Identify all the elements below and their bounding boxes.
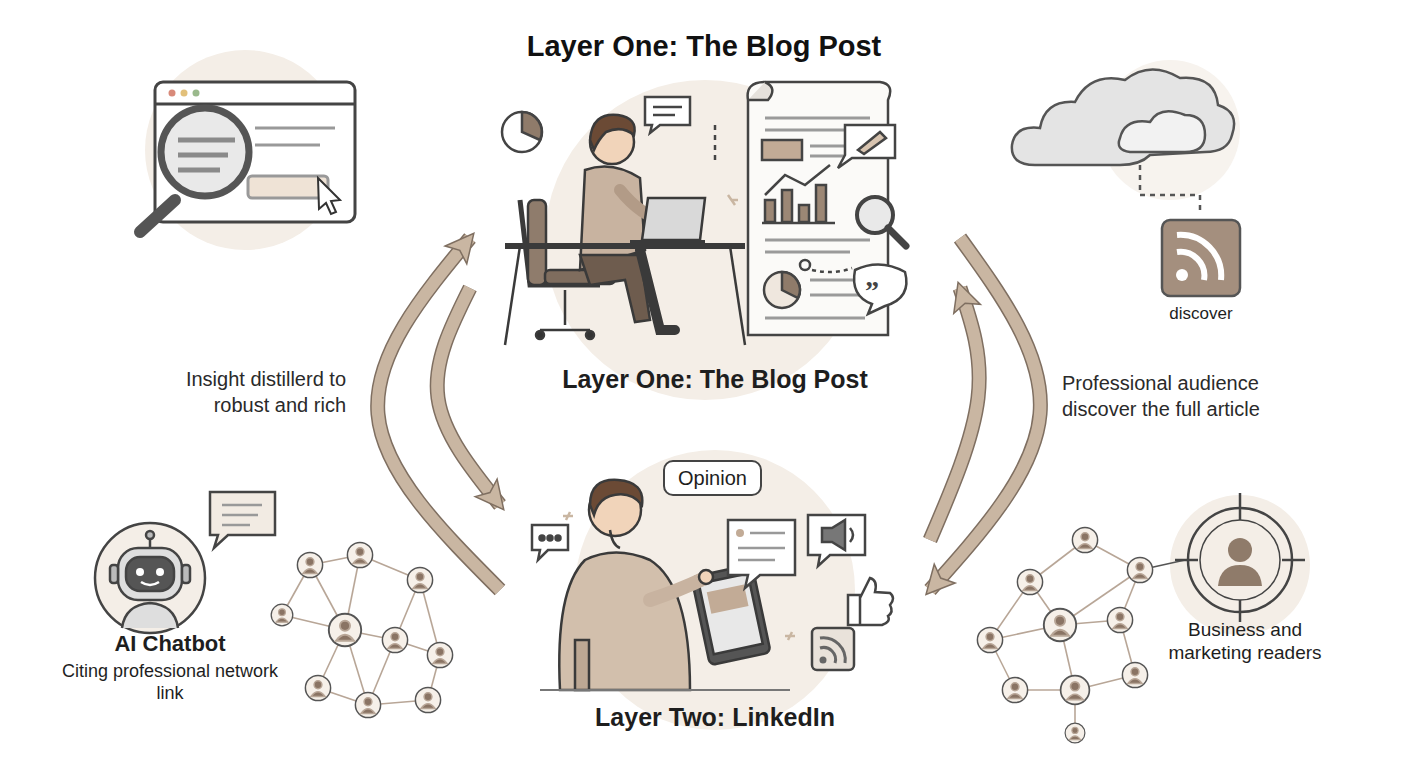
arrow-outline bbox=[930, 238, 1040, 590]
icon-caption: Business and marketing readers bbox=[1150, 619, 1340, 665]
arrow-outline bbox=[930, 288, 979, 540]
cycle-arrow bbox=[930, 238, 1040, 590]
icon-title: AI Chatbot bbox=[50, 631, 290, 657]
layer-caption: Layer One: The Blog Post bbox=[470, 364, 960, 394]
diagram-title: Layer One: The Blog Post bbox=[0, 30, 1408, 63]
arrow-body bbox=[930, 238, 1040, 590]
arrow-outline bbox=[378, 238, 500, 590]
target-audience-icon bbox=[1175, 493, 1305, 622]
linkedin-icons bbox=[532, 512, 893, 670]
network-graph bbox=[271, 542, 452, 717]
arrow-outline bbox=[437, 288, 500, 505]
arrow-body bbox=[930, 288, 979, 540]
icon-label: discover bbox=[1140, 304, 1262, 324]
layer-node: Layer Two: LinkedIn Opinion bbox=[500, 440, 930, 732]
bubble-text: Opinion bbox=[678, 466, 747, 490]
rss-node: discover bbox=[1140, 212, 1262, 324]
layer-node: Layer One: The Blog Post bbox=[470, 88, 960, 394]
blogger-at-desk bbox=[505, 115, 745, 345]
layer-caption: Layer Two: LinkedIn bbox=[500, 702, 930, 732]
search-browser-icon bbox=[140, 82, 355, 232]
arrow-body bbox=[378, 238, 500, 590]
cloud-icon bbox=[1012, 69, 1234, 215]
speech-bubble: Opinion bbox=[663, 460, 762, 496]
ai-chatbot-icon bbox=[95, 492, 275, 633]
linkedin-user bbox=[540, 480, 790, 690]
audience-node: Business and marketing readers bbox=[1150, 485, 1340, 665]
icon-caption: Citing professional network link bbox=[50, 661, 290, 704]
cycle-arrow bbox=[378, 238, 500, 590]
cycle-arrow bbox=[930, 288, 979, 540]
svg-text:”: ” bbox=[865, 275, 879, 306]
chatbot-node: AI ChatbotCiting professional network li… bbox=[50, 515, 290, 705]
rss-icon bbox=[1162, 220, 1240, 296]
blog-icons: ” bbox=[502, 97, 906, 314]
cycle-arrow bbox=[437, 288, 500, 505]
network-graph bbox=[977, 527, 1185, 742]
edge-label: Professional audience discover the full … bbox=[1062, 370, 1317, 422]
edge-label: Insight distillerd to robust and rich bbox=[158, 366, 346, 418]
arrow-body bbox=[437, 288, 500, 505]
